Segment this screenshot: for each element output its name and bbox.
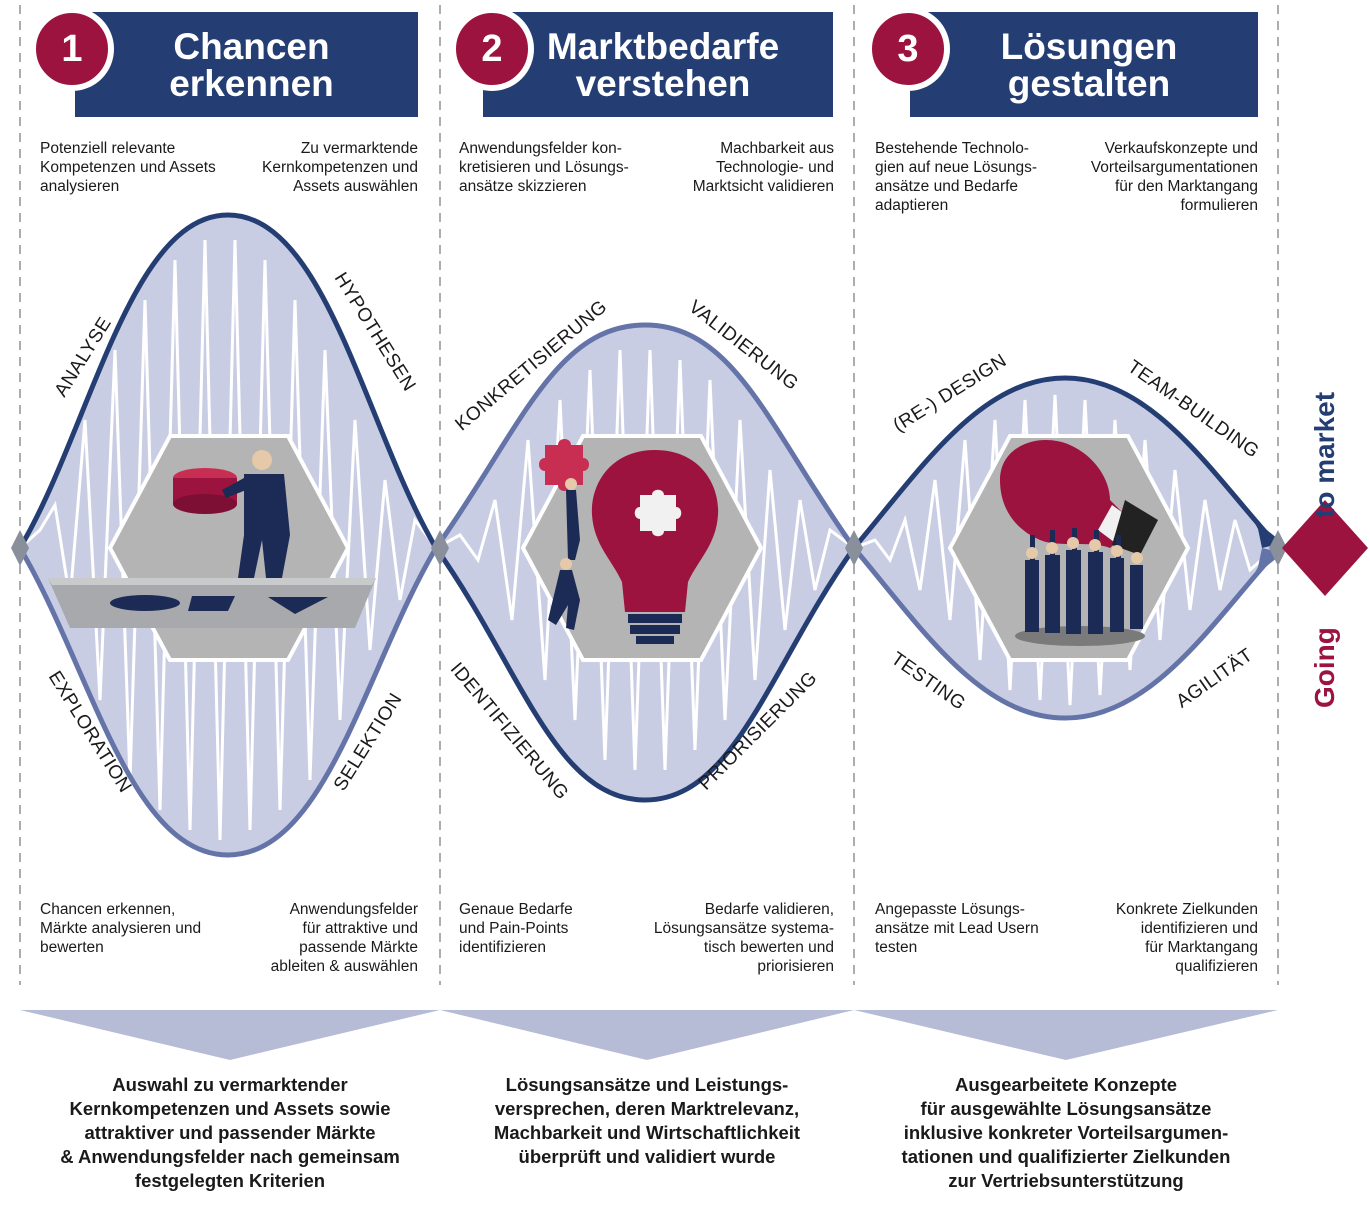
phase-1-number-badge: 1 xyxy=(30,7,114,91)
phase-2-top-left-text: Anwendungsfelder kon- kretisieren und Lö… xyxy=(459,140,629,195)
phase-1-result: Auswahl zu vermarktender Kernkompetenzen… xyxy=(60,1074,400,1191)
phase-3-title: Lösungen gestalten xyxy=(1000,25,1178,104)
phase-3-bottom-right-text: Konkrete Zielkunden identifizieren und f… xyxy=(1115,901,1258,975)
phase-1-bottom-left-text: Chancen erkennen, Märkte analysieren und… xyxy=(40,901,202,956)
phase-1-top-left-text: Potenziell relevante Kompetenzen und Ass… xyxy=(40,140,216,195)
phase-1-bottom-right-text: Anwendungsfelder für attraktive und pass… xyxy=(270,901,418,975)
phase-2-bottom-left-text: Genaue Bedarfe und Pain-Points identifiz… xyxy=(459,901,573,956)
phase-3-result: Ausgearbeitete Konzepte für ausgewählte … xyxy=(901,1074,1231,1191)
phase-3-top-right-text: Verkaufskonzepte und Vorteilsargumentati… xyxy=(1090,140,1258,214)
phase-2-header: Marktbedarfe verstehen xyxy=(483,12,833,117)
businessman-sorting-shapes-icon xyxy=(48,450,376,628)
phase-3-bottom-left-text: Angepasste Lösungs- ansätze mit Lead Use… xyxy=(875,901,1039,956)
phase-3-number-badge: 3 xyxy=(866,7,950,91)
result-chevrons xyxy=(20,1010,1278,1060)
node-diamonds xyxy=(11,530,1287,566)
phase-2-result: Lösungsansätze und Leistungs- verspreche… xyxy=(493,1074,801,1167)
going-to-market-diamond xyxy=(1282,500,1368,596)
team-carrying-lightbulb-icon xyxy=(1000,440,1158,646)
lightbulb-puzzle-icon xyxy=(539,439,719,644)
phase-2-bottom-right-text: Bedarfe validieren, Lösungsansätze syste… xyxy=(653,901,834,975)
going-label: Going xyxy=(1309,627,1340,708)
phase-3-top-left-text: Bestehende Technolo- gien auf neue Lösun… xyxy=(875,140,1038,214)
phase-2-number-badge: 2 xyxy=(450,7,534,91)
phase-3-header: Lösungen gestalten xyxy=(910,12,1258,117)
phase-1-header: Chancen erkennen xyxy=(75,12,418,117)
going-to-market-text: Going to market xyxy=(1309,392,1340,708)
phase-separators xyxy=(19,5,1279,985)
to-market-label: to market xyxy=(1309,392,1340,518)
signal-wave-2 xyxy=(436,349,854,771)
phase-1-top-right-text: Zu vermarktende Kernkompetenzen und Asse… xyxy=(262,140,418,195)
phase-2-top-right-text: Machbarkeit aus Technologie- und Marktsi… xyxy=(692,140,834,195)
phase-1-title: Chancen erkennen xyxy=(169,25,334,104)
phase-2-title: Marktbedarfe verstehen xyxy=(546,25,780,104)
